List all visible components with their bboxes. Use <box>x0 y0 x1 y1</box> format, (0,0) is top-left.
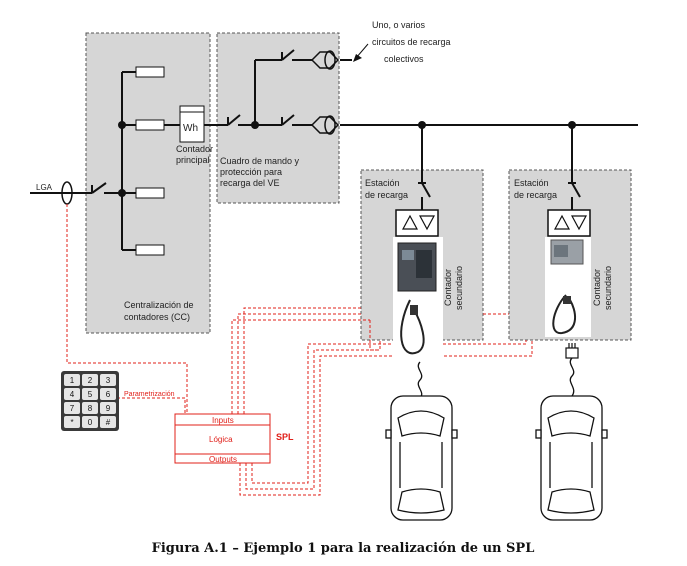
estacion-2-label-2: de recarga <box>514 190 557 200</box>
keypad-key <box>100 402 116 414</box>
estacion-2-label-1: Estación <box>514 178 549 188</box>
keypad-key-label: 8 <box>88 404 93 413</box>
logica-label: Lógica <box>209 435 233 444</box>
keypad-key-label: 3 <box>106 376 111 385</box>
cuadro-label-1: Cuadro de mando y <box>220 156 300 166</box>
keypad-key-label: 9 <box>106 404 111 413</box>
keypad: 1 2 3 4 5 6 7 8 9 * 0 # <box>61 371 119 431</box>
circuitos-label-2: circuitos de recarga <box>372 37 451 47</box>
centralizacion-box <box>85 32 211 334</box>
keypad-key-label: # <box>106 418 111 427</box>
contador-secundario-2-b: secundario <box>603 266 613 310</box>
station-2-internals <box>545 209 591 337</box>
keypad-key <box>64 402 80 414</box>
power-lines <box>30 49 638 251</box>
keypad-key <box>100 416 116 428</box>
outputs-label: Outputs <box>209 455 237 464</box>
inputs-label: Inputs <box>212 416 234 425</box>
keypad-key-label: 4 <box>70 390 75 399</box>
estacion-1-label-2: de recarga <box>365 190 408 200</box>
keypad-key-label: 7 <box>70 404 75 413</box>
keypad-key <box>82 416 98 428</box>
keypad-key <box>82 388 98 400</box>
fuses <box>135 66 165 256</box>
keypad-key <box>100 374 116 386</box>
circuitos-label-3: colectivos <box>384 54 424 64</box>
lga-label: LGA <box>36 183 53 192</box>
centralizacion-label-1: Centralización de <box>124 300 194 310</box>
contador-principal-label-1: Contador <box>176 144 213 154</box>
centralizacion-label-2: contadores (CC) <box>124 312 190 322</box>
contador-secundario-1-a: Contador <box>443 269 453 306</box>
cuadro-label-2: protección para <box>220 167 282 177</box>
keypad-key <box>64 374 80 386</box>
junction-dots <box>118 121 576 197</box>
wh-label: Wh <box>183 123 198 134</box>
estacion-1-label-1: Estación <box>365 178 400 188</box>
keypad-key-label: 6 <box>106 390 111 399</box>
keypad-key <box>82 374 98 386</box>
cable-car-2 <box>569 357 575 397</box>
signal-lines <box>66 204 533 496</box>
keypad-key <box>82 402 98 414</box>
cable-car-1 <box>417 361 423 399</box>
keypad-key <box>64 416 80 428</box>
plug-icon <box>565 343 579 359</box>
keypad-key-label: * <box>70 418 73 427</box>
keypad-key <box>64 388 80 400</box>
keypad-key-label: 5 <box>88 390 93 399</box>
parametrizacion-label: Parametrización <box>124 391 175 398</box>
station-1-internals <box>393 209 443 365</box>
contador-principal-label-2: principal <box>176 155 210 165</box>
car-2 <box>535 395 608 521</box>
circuitos-label-1: Uno, o varios <box>372 20 426 30</box>
cuadro-label-3: recarga del VE <box>220 178 280 188</box>
keypad-key-label: 1 <box>70 376 75 385</box>
contador-secundario-1-b: secundario <box>454 266 464 310</box>
car-1 <box>385 395 458 521</box>
keypad-key-label: 0 <box>88 418 93 427</box>
spl-block: Inputs Lógica Outputs SPL <box>174 413 294 464</box>
keypad-key <box>100 388 116 400</box>
figure-caption: Figura A.1 – Ejemplo 1 para la realizaci… <box>152 541 535 556</box>
wh-meter: Wh <box>179 105 205 143</box>
keypad-key-label: 2 <box>88 376 93 385</box>
contador-secundario-2-a: Contador <box>592 269 602 306</box>
rcd-symbols <box>61 50 340 205</box>
spl-label: SPL <box>276 432 294 442</box>
